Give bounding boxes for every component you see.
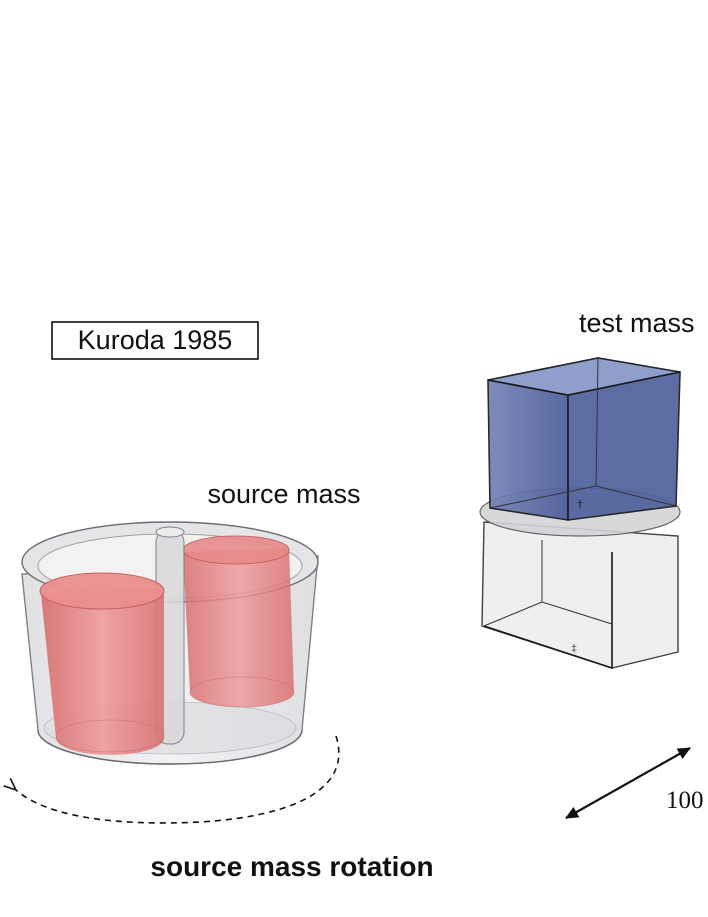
test-mass-label: test mass	[579, 308, 695, 338]
test-mass-box: †	[487, 357, 681, 521]
title-frame	[51, 321, 259, 360]
title-label: Kuroda 1985	[78, 325, 233, 355]
title-box: Kuroda 1985	[51, 321, 259, 360]
source-mass-label: source mass	[207, 479, 360, 509]
svg-text:‡: ‡	[571, 642, 577, 655]
source-cylinder-left	[39, 572, 165, 755]
svg-text:†: †	[577, 498, 583, 511]
support-box: ‡	[481, 521, 679, 670]
housing-front-edge	[37, 729, 303, 765]
source-mass-assembly	[21, 521, 319, 765]
rotation-label: source mass rotation	[150, 851, 433, 882]
test-mass-assembly: ‡ †	[479, 357, 681, 670]
scale-label: 100	[666, 787, 704, 814]
source-cylinder-right	[182, 535, 295, 708]
scale-arrow-icon	[565, 747, 691, 819]
